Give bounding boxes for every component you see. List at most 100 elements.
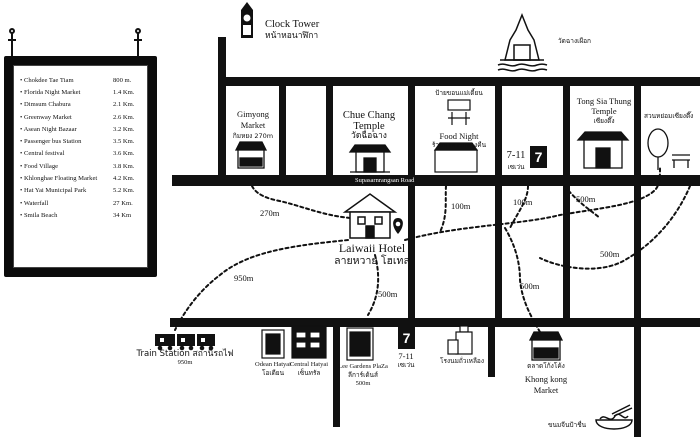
central-thai-label: เซ็นทรัล xyxy=(297,369,321,377)
list-item: Florida Night Market 1.4 Km. xyxy=(20,86,143,98)
seven-eleven-logo-2-icon: 7 xyxy=(398,327,415,349)
place-name: Central festival xyxy=(20,150,64,157)
food-stall-icon xyxy=(433,99,479,173)
road-supasarnrangsan xyxy=(172,175,700,186)
noodle-shop-thai-label: ขนมจีนป้าชื่น xyxy=(548,421,587,429)
train-icon xyxy=(155,334,215,351)
tong-sia-thai-label: เซียงตึ๊ง xyxy=(593,117,615,125)
road-vertical-3 xyxy=(326,86,333,176)
road-vertical-lower-3 xyxy=(563,186,570,321)
distance-label-500m-down: 500m xyxy=(520,281,540,291)
road-vertical-7 xyxy=(634,86,641,176)
seven-eleven-logo-2-text: 7 xyxy=(403,330,411,346)
train-distance-label: 950m xyxy=(177,359,193,366)
road-vertical-lower-4 xyxy=(634,186,641,437)
place-name: Food Village xyxy=(20,163,58,170)
road-vertical-2 xyxy=(279,86,286,176)
hotel-thai-label: ลายหวาย โฮเทล xyxy=(334,255,410,267)
khong-kong-thai-label: ตลาดโก้งโค้ง xyxy=(527,362,565,370)
road-vertical-5 xyxy=(495,86,502,176)
khong-kong-stall-icon xyxy=(528,331,564,361)
clock-tower-icon xyxy=(241,2,253,38)
hotel-name-label: Laiwaii Hotel xyxy=(338,241,406,255)
temple-icon xyxy=(497,12,548,72)
road-name-label: Supasarnrangsan Road xyxy=(355,177,415,184)
list-item: Central festival 3.6 Km. xyxy=(20,148,143,160)
market-stall-icon xyxy=(234,141,268,169)
route-khongkong xyxy=(504,227,541,333)
road-bottom-vertical-1 xyxy=(333,327,340,427)
place-distance: 34 Km xyxy=(113,211,132,219)
tong-sia-label: Tong Sia Thung xyxy=(576,96,632,106)
road-bottom-vertical-2 xyxy=(488,327,495,377)
lee-gardens-thai-label: ลีการ์เด้นส์ xyxy=(348,371,378,379)
clock-tower-thai-label: หน้าหอนาฬิกา xyxy=(265,31,319,41)
bench-icon xyxy=(672,154,690,168)
place-distance: 3.6 Km. xyxy=(113,150,135,158)
place-name: Hat Yai Municipal Park xyxy=(20,187,86,194)
seven-eleven-2-thai-label: เซเว่น xyxy=(397,361,415,369)
seven-eleven-2-label: 7-11 xyxy=(398,351,414,361)
seven-eleven-logo-text: 7 xyxy=(535,149,543,165)
odean-label: Odean Hatyai xyxy=(255,361,291,368)
road-vertical-4 xyxy=(408,86,415,176)
route-hotel-gimyong xyxy=(251,185,351,219)
tree-icon xyxy=(647,128,669,170)
road-top xyxy=(218,77,700,86)
food-night-label: Food Night xyxy=(439,131,479,141)
roads xyxy=(170,37,700,437)
place-distance: 1.4 Km. xyxy=(113,88,135,96)
food-night-thai-top-label: ป้ายขอนแม่เตี้ยน xyxy=(435,89,483,97)
noodle-bowl-icon xyxy=(595,404,633,430)
gimyong-distance-label: กิมหยง 270m xyxy=(232,132,274,140)
location-pin-icon xyxy=(393,218,403,234)
distance-label-100m-b: 100m xyxy=(513,197,533,207)
list-item: Greenway Market 2.6 Km. xyxy=(20,111,143,123)
seven-eleven-logo-icon: 7 xyxy=(530,146,547,168)
place-distance: 2.6 Km. xyxy=(113,113,135,121)
chinese-temple-icon xyxy=(348,144,392,173)
park-thai-label: สวนหย่อมเซียงตึ๊ง xyxy=(644,112,694,120)
place-name: Greenway Market xyxy=(20,114,72,121)
place-distance: 27 Km. xyxy=(113,199,133,207)
place-distance: 800 m. xyxy=(113,76,132,84)
board-hangers xyxy=(8,28,142,56)
road-vertical-lower-2 xyxy=(495,186,502,321)
place-distance: 2.1 Km. xyxy=(113,101,135,109)
chue-chang-temple-label: Temple xyxy=(353,121,385,132)
route-hotel-east xyxy=(404,167,661,241)
food-night-thai-label: ร้านอาหารกลางคืน xyxy=(431,141,487,149)
tong-sia-temple-label: Temple xyxy=(591,106,617,116)
building-icon xyxy=(261,325,327,359)
road-vertical-lower-1 xyxy=(408,186,415,321)
road-left-vertical-top xyxy=(218,37,226,177)
chue-chang-thai-label: วัดฉื่อฉาง xyxy=(351,131,387,141)
place-name: Passenger bus Station xyxy=(20,138,82,145)
distance-label-950m: 950m xyxy=(234,273,254,283)
seven-eleven-thai-label: เซเว่น xyxy=(507,163,525,171)
train-station-label: Train Station สถานีรถไฟ xyxy=(136,349,234,359)
lee-gardens-building-icon xyxy=(346,327,374,361)
place-distance: 3.8 Km. xyxy=(113,162,135,170)
khong-kong-market-label: Market xyxy=(533,385,559,395)
tong-sia-temple-icon xyxy=(576,131,630,169)
gimyong-market-label: Market xyxy=(240,120,266,130)
hanger-right xyxy=(134,33,142,56)
place-name: Florida Night Market xyxy=(20,89,80,96)
place-name: Khlonghae Floating Market xyxy=(20,175,97,182)
route-park xyxy=(539,185,691,270)
hanger-left xyxy=(8,33,16,56)
khong-kong-label: Khong kong xyxy=(524,374,568,384)
route-food-night xyxy=(439,185,447,233)
house-icon xyxy=(342,193,398,239)
temple-top-thai-label: วัดฉางเผือก xyxy=(558,37,591,45)
soy-milk-thai-label: โรงนมถั่วเหลือง xyxy=(439,357,485,365)
